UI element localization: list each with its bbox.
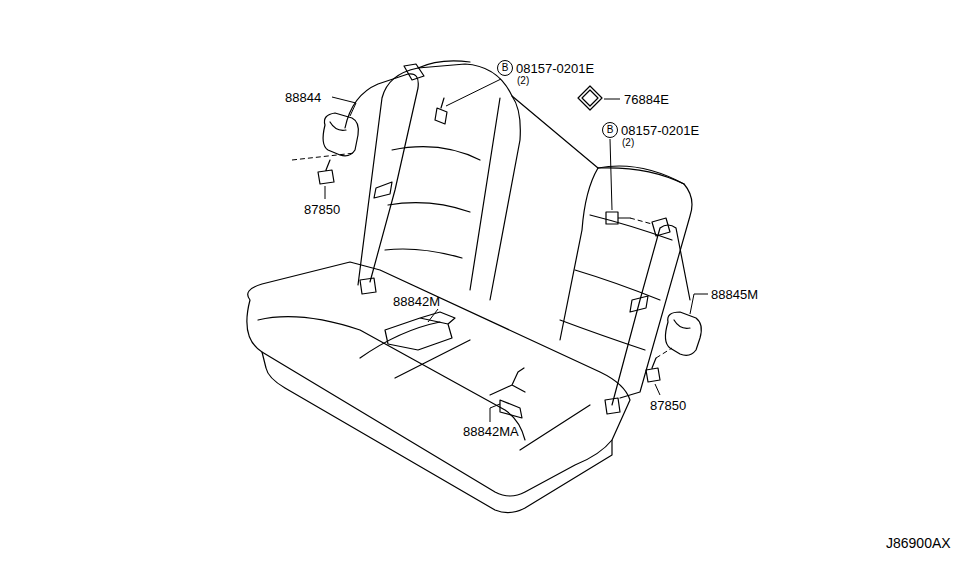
circled-symbol: B <box>502 63 509 73</box>
part-number: 88842MA <box>463 425 519 438</box>
leader-line <box>490 404 500 422</box>
symbol-circle <box>498 61 513 76</box>
left-anchor <box>360 278 376 294</box>
cushion-front <box>262 352 612 513</box>
right-belt <box>612 225 690 405</box>
seat-cushion <box>247 262 630 496</box>
part-number: 08157-0201E <box>516 62 594 75</box>
leader-line <box>332 97 356 116</box>
leader-line <box>428 309 438 322</box>
left-retractor <box>323 113 358 156</box>
bolt-upper-left <box>435 98 447 124</box>
leader-line <box>325 186 326 199</box>
backrest-center <box>470 96 598 340</box>
part-number: 88842M <box>393 295 440 308</box>
symbol-circle <box>603 123 618 138</box>
buckle-88842m <box>385 312 455 350</box>
backrest-seams <box>385 147 672 350</box>
seat-backrest <box>358 64 692 398</box>
bolt-87850-left <box>318 160 334 184</box>
part-number: 08157-0201E <box>621 124 699 137</box>
cushion-seam <box>258 317 590 450</box>
leader-line <box>655 384 660 395</box>
quantity: (2) <box>517 76 529 86</box>
leader-line <box>446 79 501 106</box>
bolt-87850-right <box>646 358 660 382</box>
bolt-upper-right <box>606 212 630 224</box>
install-line <box>630 218 652 224</box>
circled-symbol: B <box>607 125 614 135</box>
leader-line <box>690 294 708 314</box>
plate-76884e <box>578 86 602 110</box>
right-anchor <box>605 398 620 414</box>
part-number: 88844 <box>285 91 321 104</box>
diagram-code: J86900AX <box>886 536 951 550</box>
part-number: 88845M <box>711 288 758 301</box>
leader-line <box>604 99 620 100</box>
left-belt-guide <box>374 64 424 198</box>
install-line <box>292 153 355 160</box>
parcel-shelf <box>418 61 684 184</box>
left-belt <box>345 74 418 282</box>
install-line <box>656 348 672 358</box>
quantity: (2) <box>622 138 634 148</box>
part-number: 87850 <box>650 399 686 412</box>
buckle-88842ma <box>490 368 525 418</box>
right-belt-guide <box>630 218 670 312</box>
leader-line <box>610 139 612 210</box>
part-number: 76884E <box>624 93 669 106</box>
part-number: 87850 <box>304 203 340 216</box>
